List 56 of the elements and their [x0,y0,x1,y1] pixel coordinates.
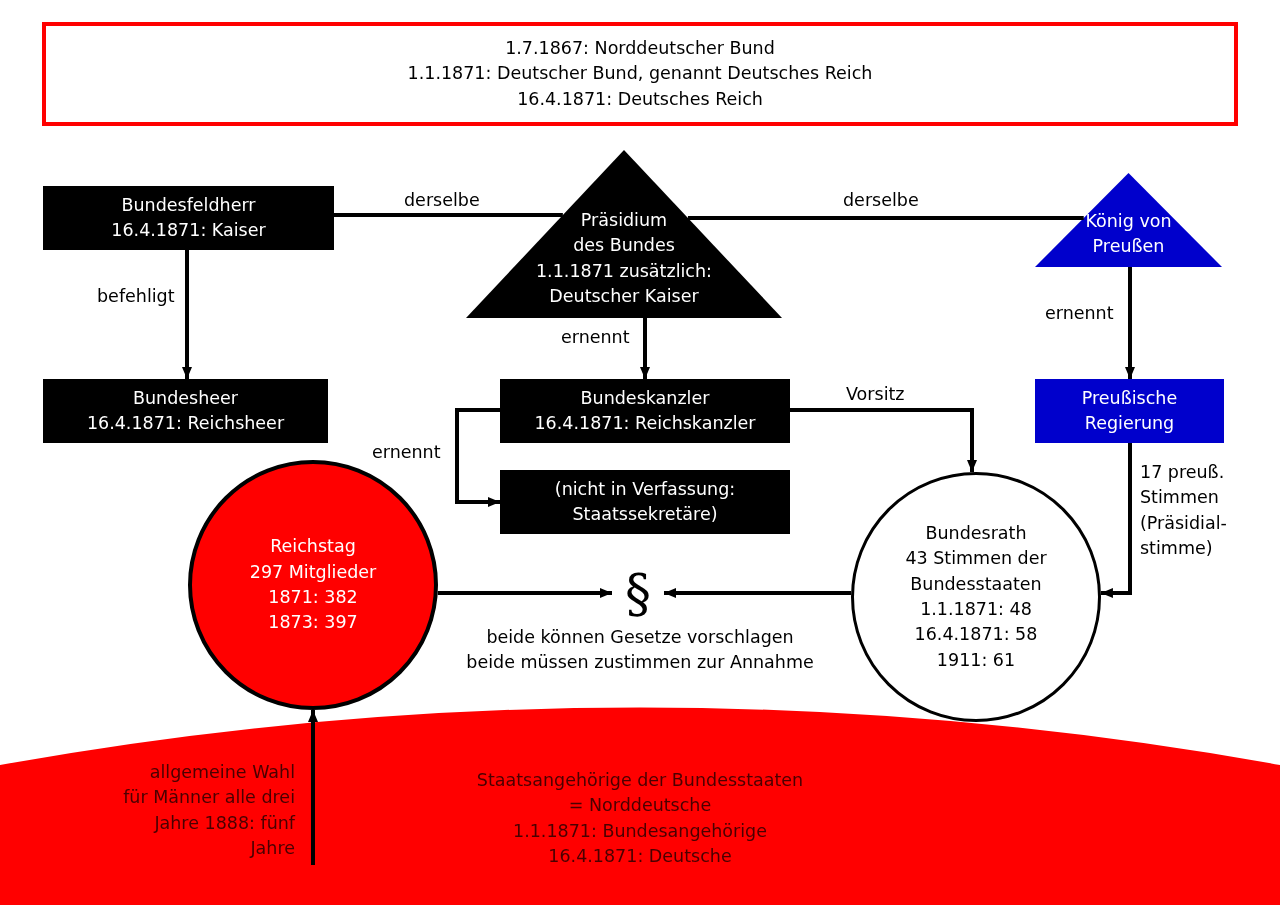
heading-box [42,22,1238,126]
arrow [437,588,612,598]
edge-label: derselbe [404,189,481,212]
node-text: Bundeskanzler [579,386,711,410]
node-text: Reichstag [269,535,357,559]
node-caption: beide müssen zustimmen zur Annahme [465,651,815,675]
node-text: 1.1.1871: Deutscher Bund, genannt Deutsches Reich [406,62,874,86]
edge-label: ernennt [1045,302,1115,325]
edge-label: Vorsitz [846,383,906,406]
node-text: König von Preußen [1084,210,1173,259]
process-box [500,379,790,443]
node-text: Bundesfeldherr [120,193,257,217]
connector-line [687,216,1084,220]
node-text: 1873: 397 [267,611,359,635]
node-text: 16.4.1871: Reichsheer [85,412,286,435]
arrow [1100,443,1132,598]
node-text: 1.1.1871 zusätzlich: Deutscher Kaiser [535,259,713,309]
triangle-node [1035,173,1222,267]
node-text: 297 Mitglieder [248,560,378,584]
node-text: 16.4.1871: 58 [913,623,1039,647]
edge-label: befehligt [97,285,176,308]
node-text: 16.4.1871: Deutsches Reich [516,87,764,111]
arrow [308,710,318,865]
node-text: 43 Stimmen der Bundesstaaten [904,547,1048,596]
arrow [1125,267,1135,379]
node-text: 1.7.1867: Norddeutscher Bund [504,36,776,60]
arrow [640,318,650,379]
edge-label: allgemeine Wahl für Männer alle drei Jahre 1888: fünf Jahre [122,761,295,861]
node-text: 16.4.1871: Reichskanzler [533,412,757,435]
arrow [455,408,500,507]
node-text: Präsidium des Bundes [572,209,676,258]
process-box [43,379,328,443]
edge-label: ernennt [372,441,442,464]
node-text: 1.1.1871: Bundesangehörige [512,819,768,843]
arrow [182,250,192,379]
paragraph-symbol: § [625,567,651,619]
process-box [500,470,790,534]
node-text: Staatsangehörige der Bundesstaaten = Norddeutsche [475,769,805,818]
process-box [43,186,334,250]
node-text: 16.4.1871: Deutsche [547,845,733,869]
node-text: Bundesheer [132,386,239,410]
node-text: 1911: 61 [935,648,1017,672]
node-text: 16.4.1871: Kaiser [110,219,267,242]
edge-label: ernennt [561,326,631,349]
arrow [790,408,977,473]
node-text: 1871: 382 [267,586,359,609]
edge-label: 17 preuß. Stimmen (Präsidial- stimme) [1140,461,1228,561]
arrow [664,588,852,598]
node-text: 1.1.1871: 48 [919,598,1033,621]
process-box [1035,379,1224,443]
node-text: Preußische Regierung [1080,386,1179,435]
connector-line [334,213,563,217]
node-text: Bundesrath [924,521,1028,545]
node-text: (nicht in Verfassung: Staatssekretäre) [553,477,737,526]
node-caption: beide können Gesetze vorschlagen [485,626,795,649]
edge-label: derselbe [843,189,920,212]
